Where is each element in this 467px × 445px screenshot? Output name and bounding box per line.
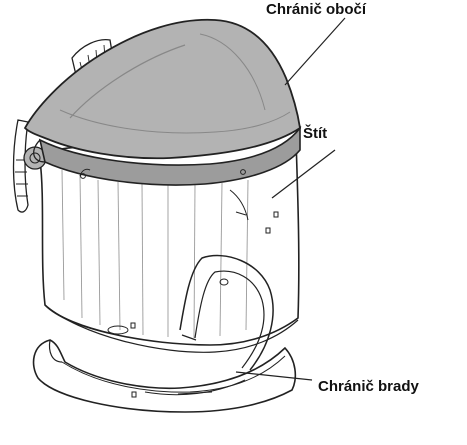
visor-label: Štít [303, 126, 327, 141]
chin-guard [34, 340, 296, 412]
leader-line-brow [285, 18, 345, 85]
brow-guard-shell [25, 20, 300, 158]
chin-guard-label: Chránič brady [318, 379, 419, 394]
side-strap [14, 120, 29, 212]
brow-guard-label: Chránič obočí [266, 2, 366, 17]
